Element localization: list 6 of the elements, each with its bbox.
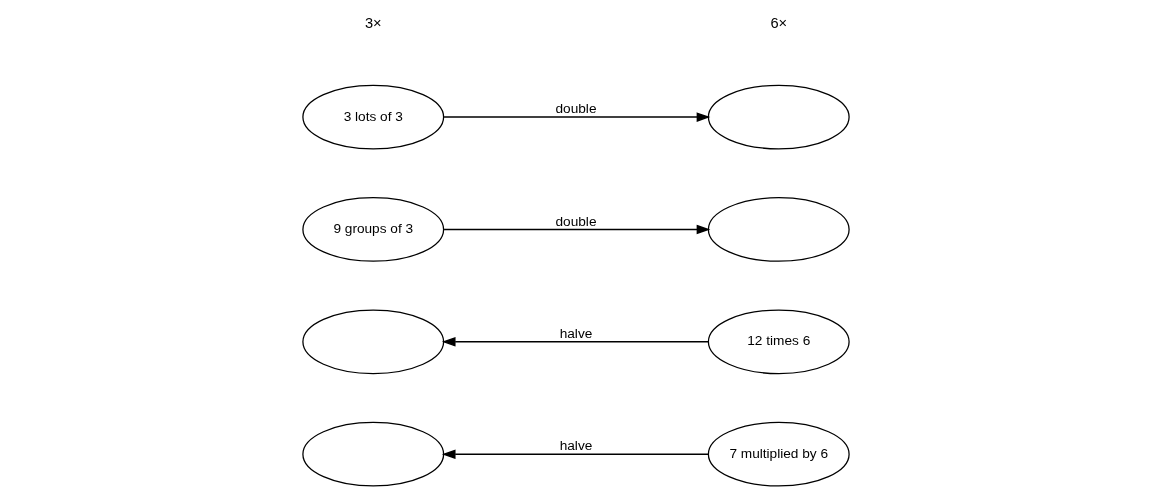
edge-label: halve	[559, 438, 592, 454]
edge-label: double	[554, 101, 597, 117]
edge-label: double	[554, 213, 597, 229]
label: 3×	[364, 14, 382, 31]
label: 6×	[769, 14, 787, 31]
edge-label: halve	[559, 326, 592, 342]
